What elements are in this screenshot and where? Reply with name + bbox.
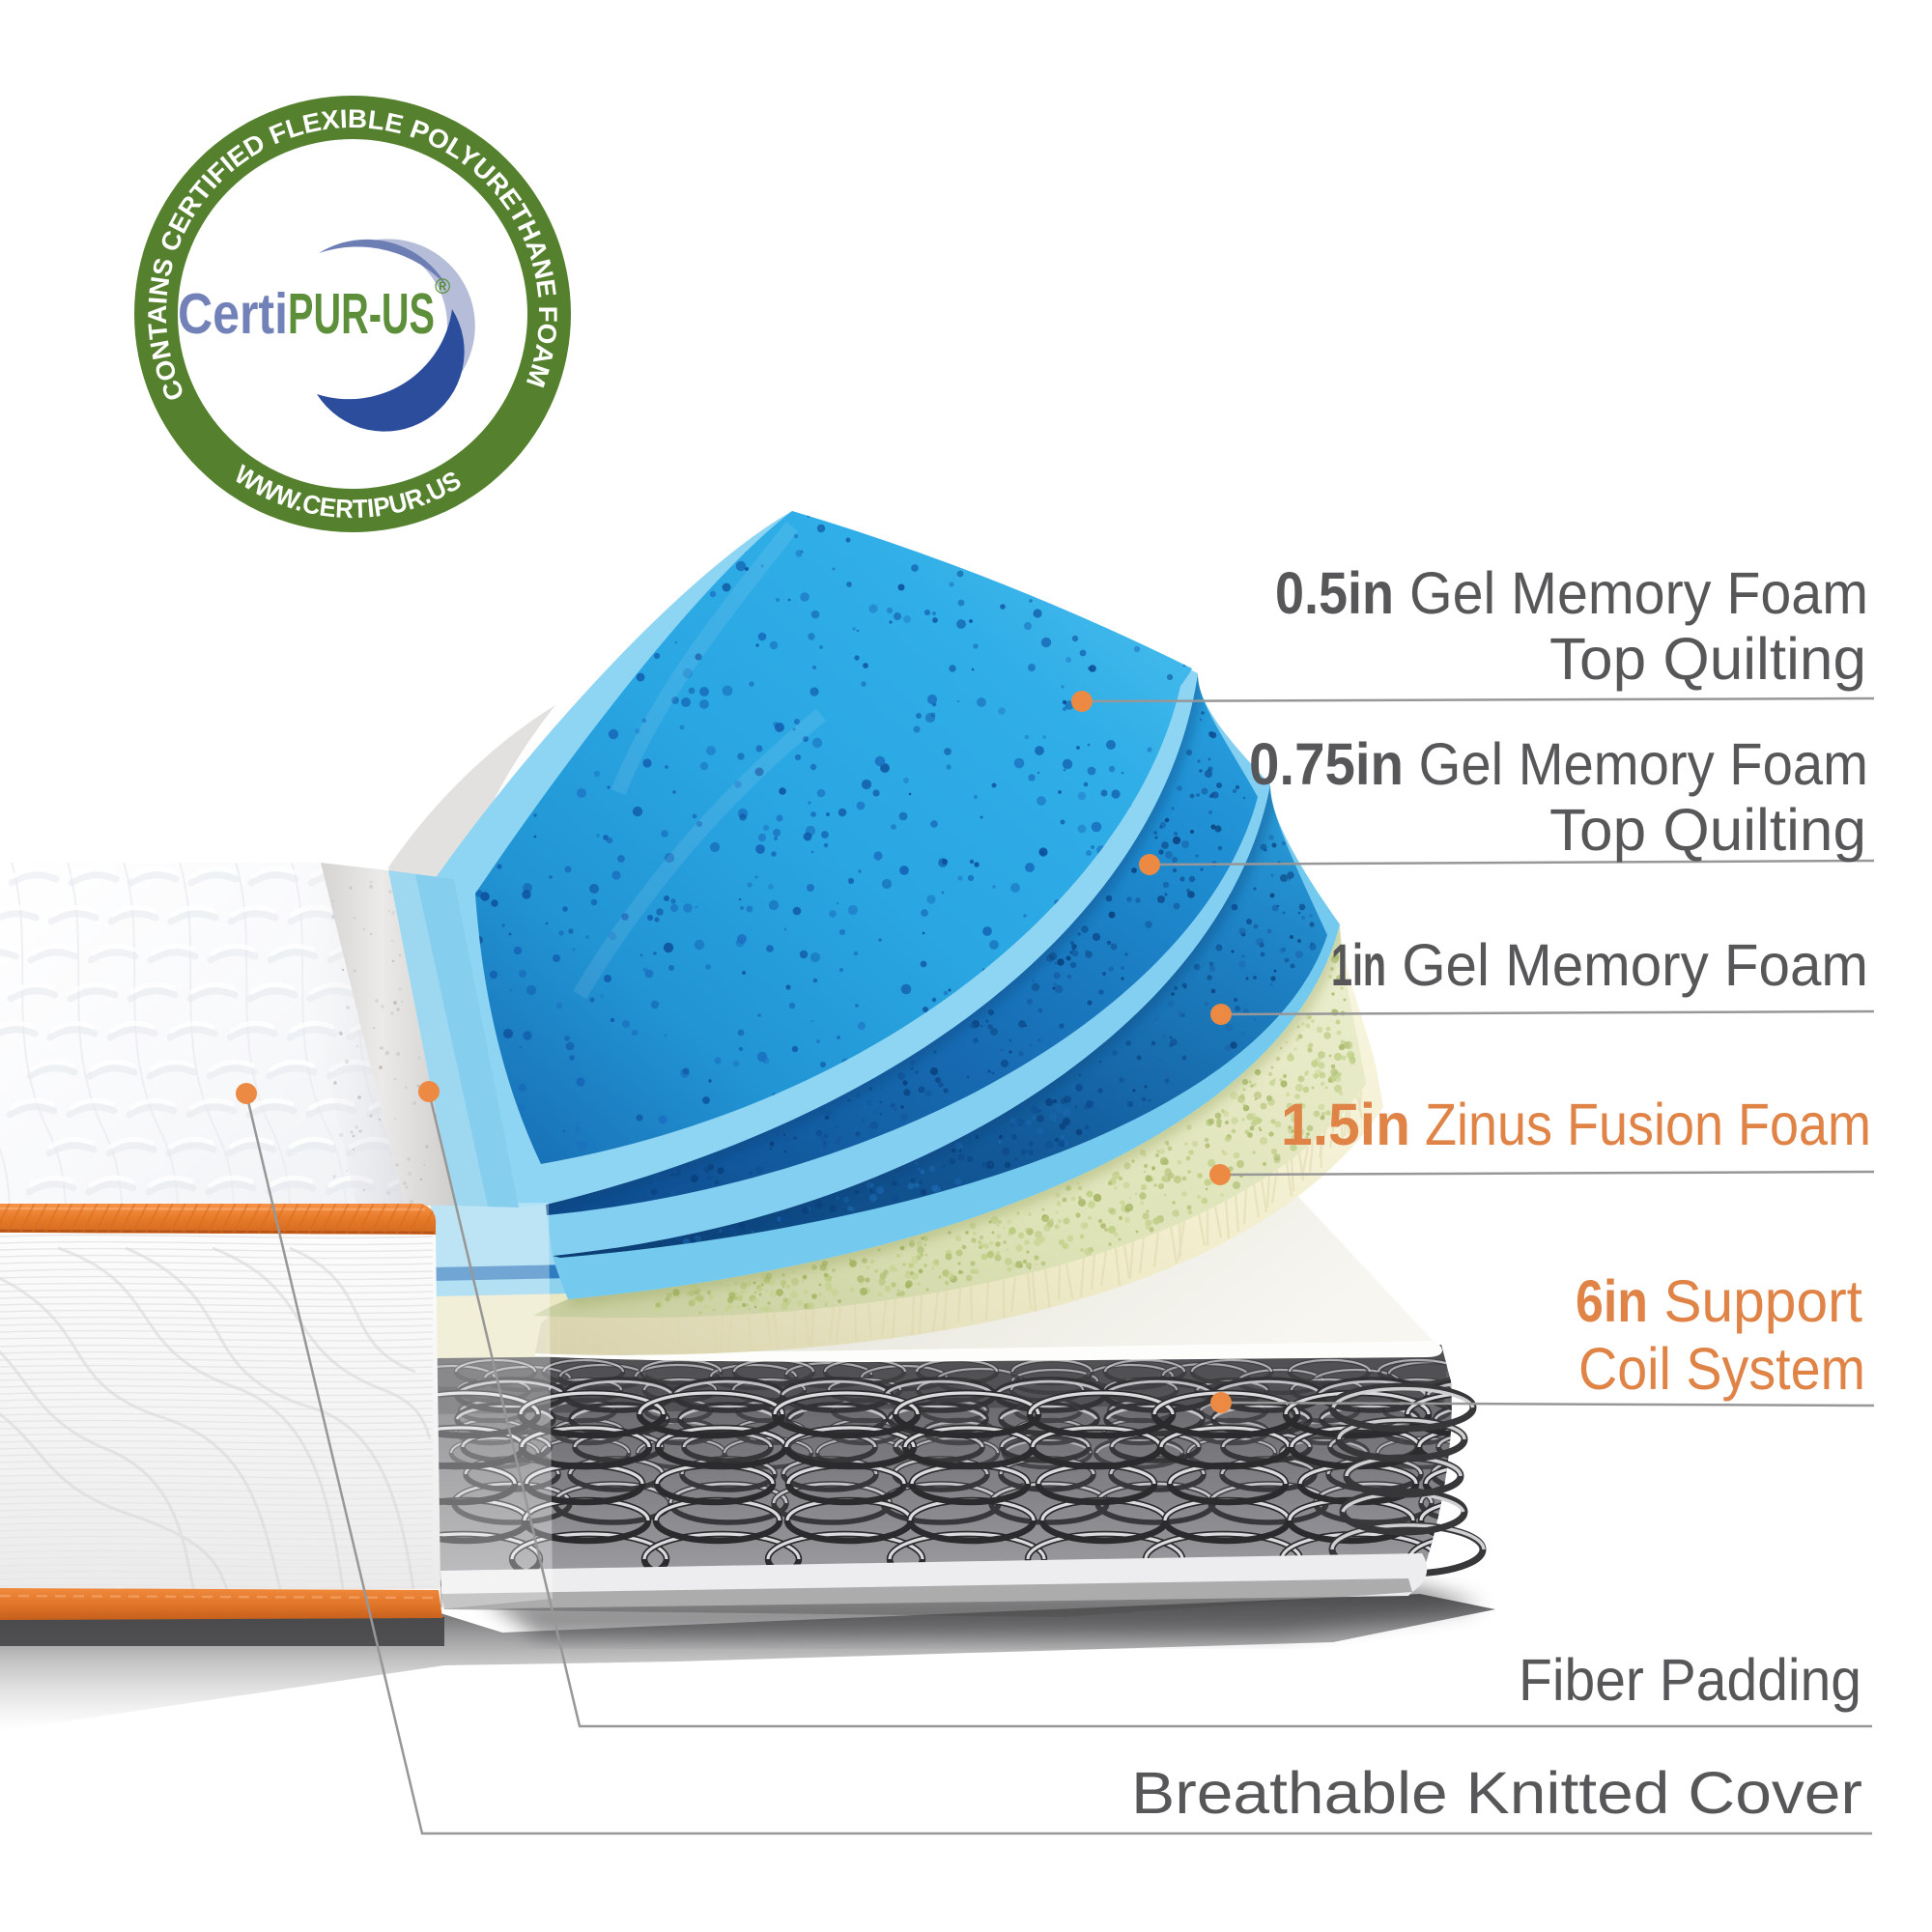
svg-text:Support: Support [1648,1268,1862,1334]
svg-text:Top Quilting: Top Quilting [1549,626,1866,692]
svg-text:Gel Memory Foam: Gel Memory Foam [1394,560,1868,626]
svg-text:0.75in: 0.75in [1249,731,1404,797]
svg-text:Certi: Certi [178,282,288,346]
svg-text:®: ® [435,274,450,298]
svg-text:Gel Memory Foam: Gel Memory Foam [1386,932,1868,998]
svg-text:Fiber Padding: Fiber Padding [1519,1647,1861,1713]
svg-text:1.5in: 1.5in [1281,1092,1410,1157]
svg-text:6in: 6in [1576,1268,1648,1334]
svg-text:Breathable Knitted Cover: Breathable Knitted Cover [1131,1760,1862,1826]
svg-text:PUR-US: PUR-US [288,282,435,346]
svg-text:Gel Memory Foam: Gel Memory Foam [1404,731,1868,797]
svg-text:0.5in: 0.5in [1275,560,1394,626]
svg-text:Coil System: Coil System [1578,1336,1865,1402]
svg-text:Top Quilting: Top Quilting [1549,797,1866,863]
svg-text:Zinus Fusion Foam: Zinus Fusion Foam [1410,1092,1871,1157]
svg-text:1in: 1in [1331,932,1386,998]
